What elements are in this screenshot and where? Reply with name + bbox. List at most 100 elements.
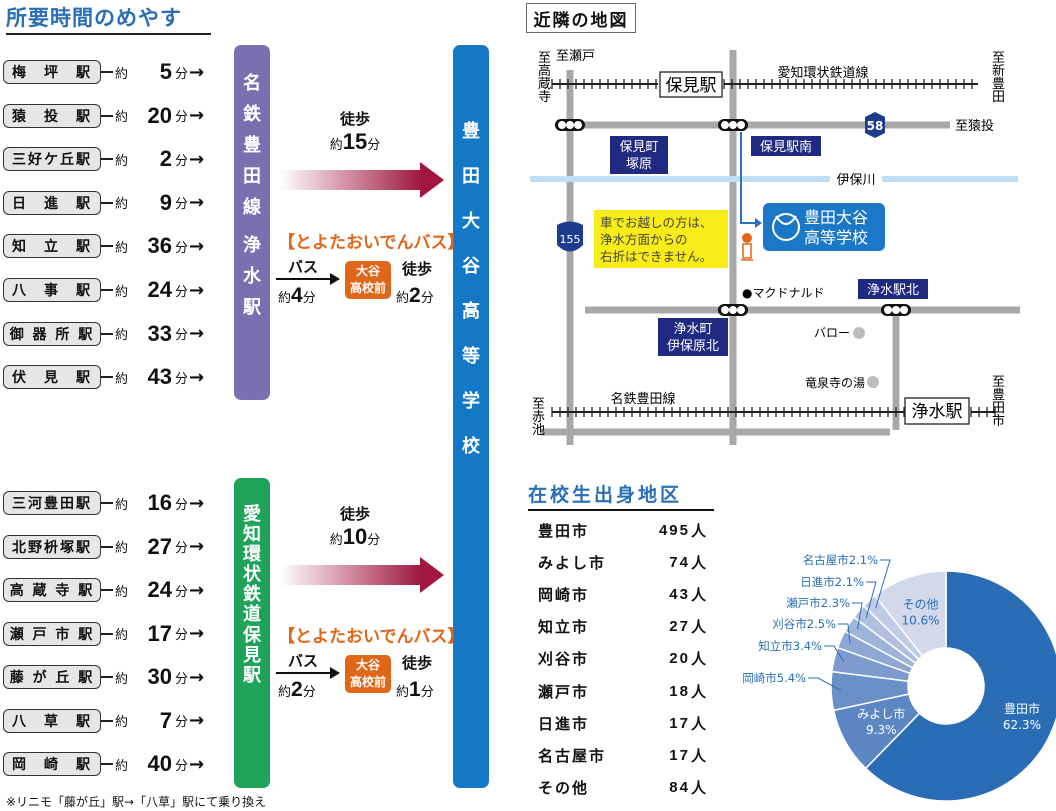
bar-char: 道 [243,604,261,625]
leader-line [852,602,863,630]
direction-char: 至 [992,51,1005,66]
to-seto-label: 至瀬戸 [556,49,595,64]
minutes-unit: 分 [175,758,189,774]
unit-label: 人 [690,779,708,798]
unit-label: 人 [690,714,708,733]
approx-label: 約 [115,758,129,774]
leader-line [875,559,891,609]
arrow-right-icon: → [189,623,205,644]
slice-label: 豊田市 [1004,701,1040,716]
travel-minutes: 43 [147,364,173,390]
route-arrowhead [755,218,762,228]
hommi-station-label: 保見駅 [666,76,717,96]
aikan-line-bar: 愛知環状鉄道保見駅 [234,478,270,788]
arrow-right-icon: → [189,666,205,688]
page-title: 所要時間のめやす [6,6,182,30]
bar-char: 見 [243,645,261,666]
map-title: 近隣の地図 [526,3,636,33]
region-name: 岡崎市 [538,585,590,604]
bar-char: 状 [243,564,261,585]
route1-walk2-time: 約2分 [396,284,434,307]
station-name: 三好ケ丘駅 [3,147,101,172]
meitetsu-line-label: 名鉄豊田線 [610,391,675,407]
station-name: 梅 坪 駅 [3,60,101,84]
route1-bus-label: バス [288,258,319,276]
travel-minutes: 33 [147,320,173,346]
route58-label: 58 [867,119,884,133]
minutes-unit: 分 [175,328,189,344]
river-label: 伊保川 [836,173,875,188]
direction-char: 至 [992,375,1005,390]
unit-text: 分 [367,138,381,153]
bar-char: 知 [243,524,261,545]
connector-line [101,114,113,117]
route1-bus-stop: 大谷高校前 [345,261,391,299]
connector-line [101,245,113,248]
to-sanage-label: 至猿投 [955,118,994,134]
route2-bus-title: 【とよたおいでんバス】 [278,627,465,647]
bar-char: 駅 [243,296,261,318]
arrow-right-icon: → [189,753,205,775]
school-marker [763,203,885,251]
arrow-right-icon: → [189,710,205,731]
slice-value: 10.6% [901,613,939,627]
connector-line [101,719,113,722]
minutes-unit: 分 [175,240,189,256]
leader-line [824,645,845,663]
minutes-unit: 分 [175,371,189,387]
intersection-josui-ihohara-l2: 伊保原北 [667,339,719,354]
route2-bus-arrowhead [330,667,340,679]
pie-slice-0 [864,570,1056,802]
railway-lines [551,79,996,417]
approx-label: 約 [115,541,129,556]
leader-line [808,677,842,692]
student-count: 74 [669,553,690,571]
bar-char: 線 [243,197,261,218]
direction-char: 蔵 [538,77,551,92]
station-name: 八 事 駅 [3,278,101,302]
slice-label: その他 [902,597,938,611]
transfer-footnote: ※リニモ「藤が丘」駅→「八草」駅にて乗り換え [6,795,267,809]
direction-char: 豊 [992,388,1005,403]
to-akaike-label: 至赤池 [532,397,545,438]
unit-label: 人 [690,553,708,572]
pie-slice-8 [873,570,947,658]
bar-char: 水 [243,265,261,287]
connector-line [101,332,113,335]
unit-label: 人 [690,746,708,765]
connector-line [101,158,113,161]
travel-minutes: 17 [147,620,173,646]
direction-char: 豊 [992,77,1005,92]
minutes-unit: 分 [175,628,189,643]
bar-char: 豊 [462,121,480,142]
travel-minutes: 20 [147,102,173,128]
walk-minutes: 15 [342,129,368,154]
slice-outside-label: 岡崎市5.4% [742,671,806,685]
direction-char: 寺 [538,90,551,105]
arrow-right-icon: → [189,579,205,601]
bar-char: 駅 [243,665,261,686]
minutes-unit: 分 [175,284,189,300]
region-name: 刈谷市 [538,650,590,669]
unit-label: 人 [690,682,708,701]
aikan-line-label: 愛知環状鉄道線 [777,65,868,81]
school-logo-icon [772,213,800,241]
bar-char: 鉄 [243,104,261,125]
intersection-hommi-tsukahara-l2: 塚原 [626,157,652,172]
station-name: 御 器 所 駅 [3,321,101,346]
walk-text: 徒歩 [339,505,370,523]
stats-underline [528,509,714,511]
station-name: 藤 が 丘 駅 [3,665,101,689]
arrow-right-icon: → [189,279,205,301]
slice-value: 62.3% [1003,718,1041,732]
